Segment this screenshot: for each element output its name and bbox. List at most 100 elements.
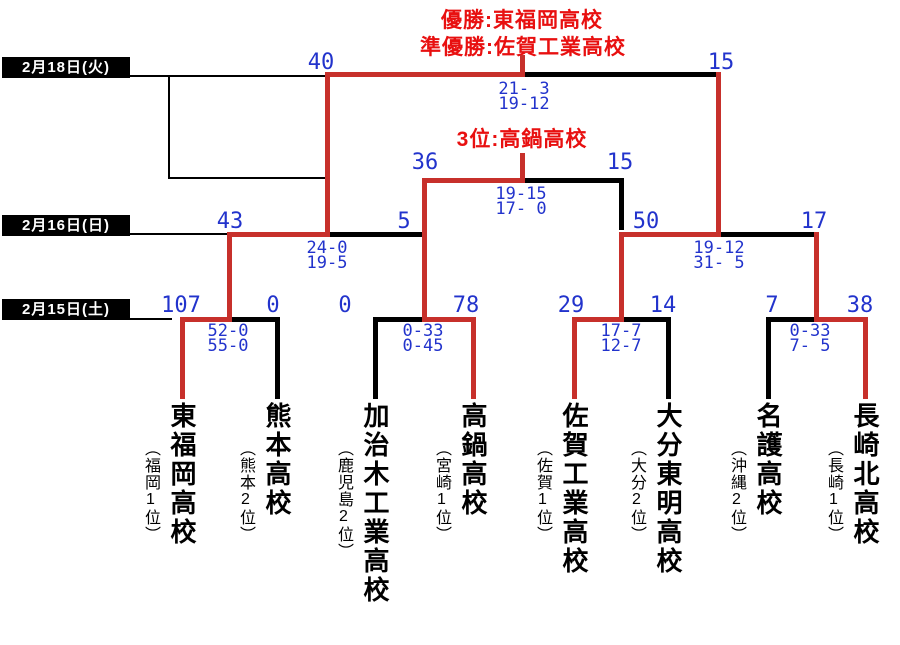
qf4-half-2: 7- 5 [789, 336, 831, 356]
qf3-left-score: 29 [557, 293, 585, 318]
team-stub-takanabe [471, 317, 476, 399]
final-line-winner-half [325, 72, 523, 77]
riser-qf1-to-sf1 [227, 232, 232, 322]
qf3-right-score: 14 [649, 293, 677, 318]
sf2-left-score: 50 [632, 209, 660, 234]
champion-label: 優勝:東福岡高校 [441, 9, 603, 32]
sf1-left-score: 43 [216, 209, 244, 234]
sf2-half-1: 19-12 [693, 238, 745, 258]
qf4-right-score: 38 [846, 293, 874, 318]
qf3-half-2: 12-7 [600, 336, 642, 356]
qf3-line-loser-half [622, 317, 671, 322]
date-label-final: 2月18日(火) [2, 57, 130, 78]
thirdplace-stub [520, 153, 525, 183]
team-stub-oitatomei [666, 317, 671, 399]
runner-up-label: 準優勝:佐賀工業高校 [420, 36, 626, 59]
riser-qf2-to-sf1-and-thirdplace [422, 178, 427, 322]
qf2-line-winner-half [422, 317, 476, 322]
qf4-half-1: 0-33 [789, 321, 831, 341]
leader-line-thirdplace [168, 177, 327, 179]
team-stub-sagakogyo [572, 317, 577, 399]
thirdplace-left-score: 36 [411, 150, 439, 175]
team-seed-kajikikogyo: （鹿児島2位） [335, 440, 352, 560]
sf2-line-winner-half [619, 232, 721, 237]
riser-qf3-to-sf2 [619, 232, 624, 322]
team-seed-takanabe: （宮崎1位） [433, 440, 450, 543]
date-label-firstround: 2月15日(土) [2, 299, 130, 320]
team-seed-kumamoto: （熊本2位） [237, 440, 254, 543]
team-name-kajikikogyo: 加治木工業高校 [360, 402, 390, 605]
thirdplace-line-winner-half [422, 178, 523, 183]
sf1-half-2: 19-5 [306, 253, 348, 273]
final-half-2: 19-12 [498, 94, 550, 114]
team-name-nago: 名護高校 [753, 402, 783, 518]
leader-line-final [128, 75, 327, 77]
qf1-half-1: 52-0 [207, 321, 249, 341]
qf4-line-loser-half [766, 317, 817, 322]
qf1-line-loser-half [230, 317, 280, 322]
team-seed-nagasakikita: （長崎1位） [825, 440, 842, 543]
riser-qf4-to-sf2 [814, 232, 819, 322]
qf3-half-1: 17-7 [600, 321, 642, 341]
thirdplace-right-score: 15 [606, 150, 634, 175]
team-stub-kumamoto [275, 317, 280, 399]
date-label-semifinal: 2月16日(日) [2, 215, 130, 236]
team-name-oitatomei: 大分東明高校 [653, 402, 683, 576]
sf1-line-winner-half [227, 232, 330, 237]
final-line-loser-half [521, 72, 721, 77]
qf2-line-loser-half [373, 317, 424, 322]
qf1-right-score: 0 [266, 293, 280, 318]
final-half-1: 21- 3 [498, 79, 550, 99]
qf1-line-winner-half [180, 317, 232, 322]
team-stub-nagasakikita [863, 317, 868, 399]
team-name-kumamoto: 熊本高校 [262, 402, 292, 518]
qf4-line-winner-half [815, 317, 868, 322]
thirdplace-half-2: 17- 0 [495, 199, 547, 219]
champion-stub [520, 55, 525, 77]
qf3-line-winner-half [572, 317, 624, 322]
team-stub-nago [766, 317, 771, 399]
qf2-right-score: 78 [452, 293, 480, 318]
thirdplace-right-leg [619, 178, 624, 230]
team-name-higashifukuoka: 東福岡高校 [167, 402, 197, 547]
team-seed-sagakogyo: （佐賀1位） [534, 440, 551, 543]
thirdplace-line-loser-half [521, 178, 624, 183]
leader-line-firstround [128, 318, 172, 320]
sf1-half-1: 24-0 [306, 238, 348, 258]
qf2-half-2: 0-45 [402, 336, 444, 356]
leader-line-thirdplace-vertical [168, 75, 170, 179]
sf1-line-loser-half [328, 232, 427, 237]
qf2-left-score: 0 [338, 293, 352, 318]
final-right-score: 15 [707, 50, 735, 75]
team-name-takanabe: 高鍋高校 [458, 402, 488, 518]
riser-sf2-to-final [716, 72, 721, 237]
team-name-sagakogyo: 佐賀工業高校 [559, 402, 589, 576]
team-stub-kajikikogyo [373, 317, 378, 399]
riser-sf1-to-final [325, 72, 330, 237]
third-place-label: 3位:高鍋高校 [456, 128, 588, 151]
sf2-line-loser-half [719, 232, 819, 237]
qf1-left-score: 107 [161, 293, 201, 318]
leader-line-semifinal [128, 233, 228, 235]
team-seed-nago: （沖縄2位） [728, 440, 745, 543]
qf4-left-score: 7 [765, 293, 779, 318]
final-left-score: 40 [307, 50, 335, 75]
team-name-nagasakikita: 長崎北高校 [850, 402, 880, 547]
team-seed-oitatomei: （大分2位） [628, 440, 645, 543]
qf2-half-1: 0-33 [402, 321, 444, 341]
team-stub-higashifukuoka [180, 317, 185, 399]
qf1-half-2: 55-0 [207, 336, 249, 356]
sf1-right-score: 5 [397, 209, 411, 234]
sf2-half-2: 31- 5 [693, 253, 745, 273]
sf2-right-score: 17 [800, 209, 828, 234]
team-seed-higashifukuoka: （福岡1位） [142, 440, 159, 543]
